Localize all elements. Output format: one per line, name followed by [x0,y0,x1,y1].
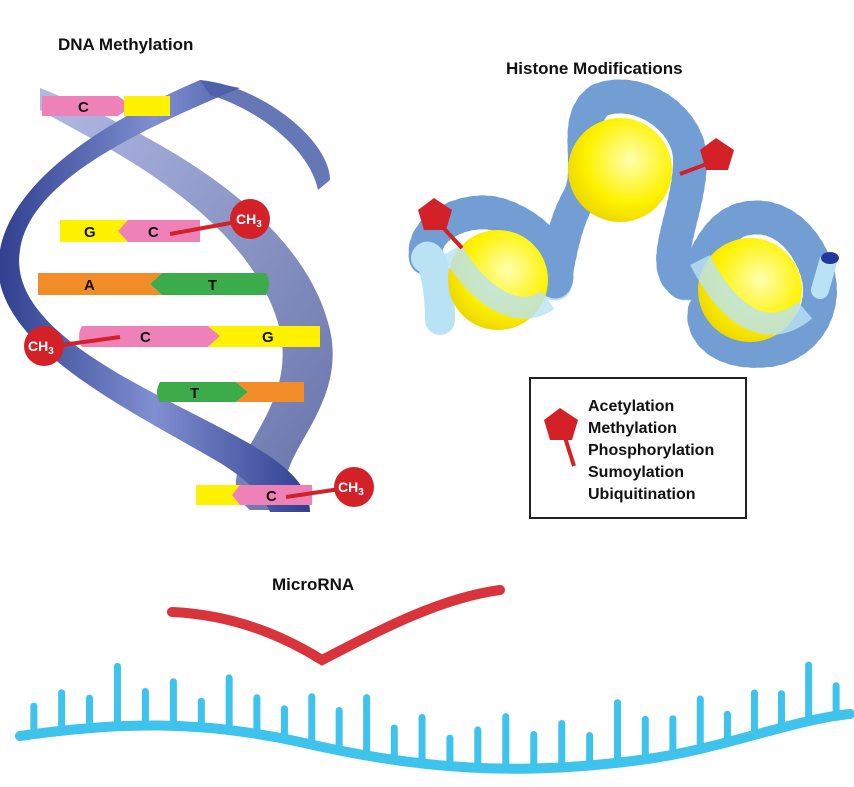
base-label: A [84,277,95,294]
base-label: G [84,224,96,241]
methyl-bond [169,220,237,236]
base-pair-4: C G CH3 [24,326,320,366]
dna-helix [0,80,333,512]
methyl-bond [61,335,121,347]
legend-marker-icon [544,408,578,467]
methyl-group [334,467,374,507]
base-pair-5: T [157,382,304,402]
methyl-label: CH3 [338,479,364,498]
base-label: C [140,329,151,346]
histone-modifications-title: Histone Modifications [506,59,683,78]
histone-core-2 [568,118,672,222]
legend-item-methylation: Methylation [588,420,677,437]
helix-back-strand [40,88,333,510]
methyl-group [24,326,64,366]
base-label: T [208,277,217,294]
fiber-end-cap [821,252,839,264]
base-pair-1: C [42,96,170,116]
legend-item-phosphorylation: Phosphorylation [588,442,714,459]
modification-legend: Acetylation Methylation Phosphorylation … [529,377,747,519]
base-label: T [190,385,199,402]
microrna-title: MicroRNA [272,575,354,594]
legend-item-sumoylation: Sumoylation [588,464,684,481]
histone-mark-1 [418,198,464,250]
mirna-bases [186,588,490,726]
methyl-label: CH3 [28,338,54,357]
legend-item-ubiquitination: Ubiquitination [588,486,696,503]
mrna-strand [15,661,854,774]
base-pair-2: G C CH3 [60,199,270,242]
methyl-group [230,199,270,239]
base-pair-6: C CH3 [196,467,374,507]
base-pair-3: A T [38,273,269,295]
histone-mark-2 [679,138,734,176]
mirna-strand [167,585,505,726]
methyl-label: CH3 [236,211,262,230]
base-label: C [266,488,277,505]
chromatin-fiber [408,79,839,368]
mrna-bases [30,661,840,773]
base-label: G [262,329,274,346]
methyl-bond [285,487,341,499]
legend-item-acetylation: Acetylation [588,398,674,415]
legend-box [529,377,747,519]
helix-front-strand [0,80,310,512]
base-label: C [78,99,89,116]
dna-methylation-title: DNA Methylation [58,35,193,54]
base-label: C [148,224,159,241]
